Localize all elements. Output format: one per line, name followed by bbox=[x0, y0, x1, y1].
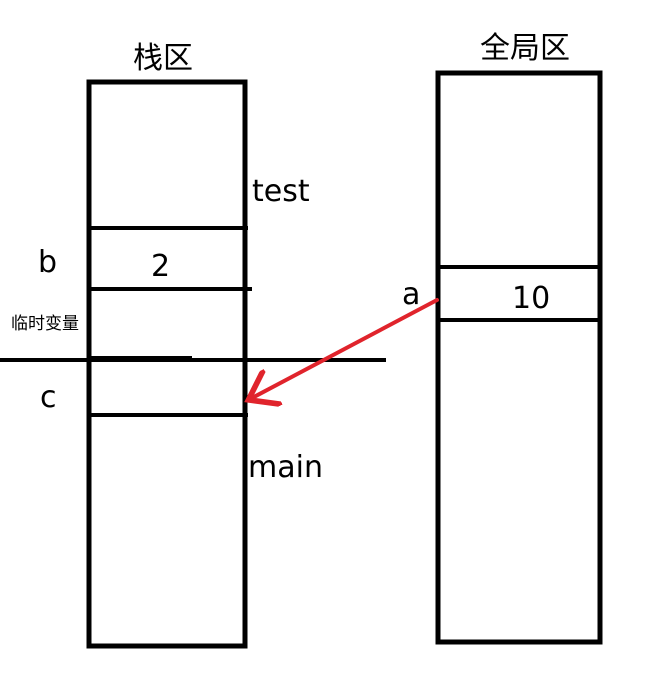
global-cell-name-a: a bbox=[402, 277, 420, 312]
global-region: 全局区 a 10 bbox=[402, 31, 603, 645]
global-box bbox=[435, 70, 603, 645]
stack-frame-label-main: main bbox=[248, 450, 323, 485]
stack-frame-label-test: test bbox=[252, 174, 310, 209]
global-cell-value-a: 10 bbox=[512, 281, 550, 316]
stack-cell-name-b: b bbox=[38, 245, 57, 280]
pointer-arrow-a-to-c bbox=[252, 298, 439, 398]
global-title: 全局区 bbox=[480, 31, 570, 66]
stack-region: 栈区 test main b 2 临时变量 c bbox=[11, 41, 323, 649]
stack-temp-label: 临时变量 bbox=[11, 314, 79, 334]
stack-title: 栈区 bbox=[133, 41, 193, 76]
stack-cell-name-c: c bbox=[40, 380, 57, 415]
stack-cell-value-b: 2 bbox=[151, 249, 170, 284]
stack-box bbox=[86, 79, 248, 649]
